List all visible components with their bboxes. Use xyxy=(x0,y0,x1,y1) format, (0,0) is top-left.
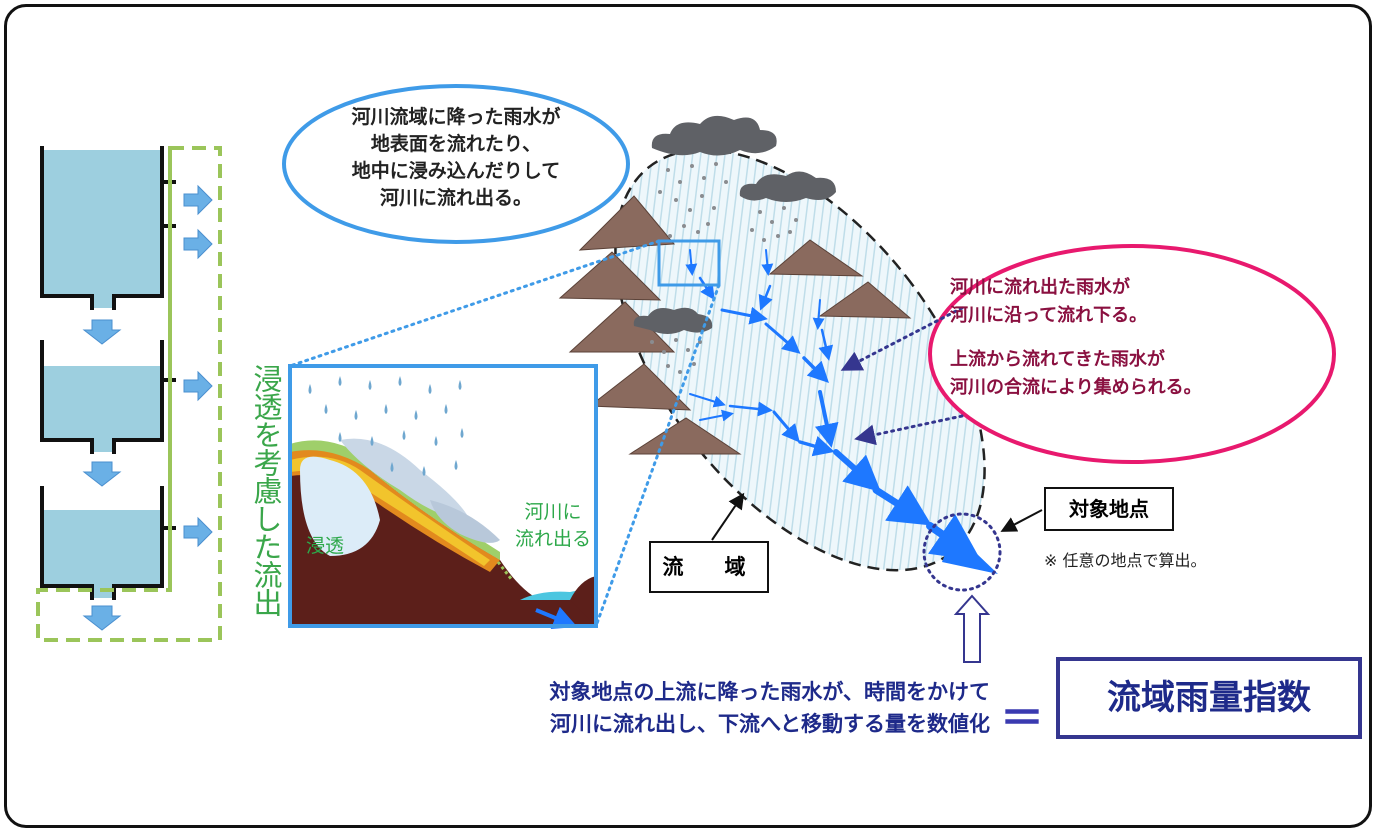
bottom-line: 対象地点の上流に降った雨水が、時間をかけて xyxy=(549,680,990,704)
inset-cross-section xyxy=(288,364,598,630)
callout-top-line: 地中に浸み込んだりして xyxy=(351,160,561,182)
bottom-line: 河川に流れ出し、下流へと移動する量を数値化 xyxy=(550,712,990,736)
target-point-label-box: 対象地点 xyxy=(1044,487,1174,531)
callout-right-line: 河川に流れ出た雨水が xyxy=(950,277,1130,298)
callout-top-text: 河川流域に降った雨水が 地表面を流れたり、 地中に浸み込んだりして 河川に流れ出… xyxy=(300,104,612,212)
callout-top-bubble xyxy=(282,84,630,244)
infiltration-runoff-label: 浸透を考慮した流出 xyxy=(249,364,283,616)
inset-infiltration-label: 浸透 xyxy=(306,535,345,557)
inset-river-line: 流れ出る xyxy=(514,528,591,550)
inset-river-line: 河川に xyxy=(524,501,582,523)
bottom-description: 対象地点の上流に降った雨水が、時間をかけて 河川に流れ出し、下流へと移動する量を… xyxy=(370,676,990,740)
basin-label-box: 流 域 xyxy=(649,541,769,593)
zoom-source-box xyxy=(657,239,721,287)
callout-top-line: 河川に流れ出る。 xyxy=(379,187,532,209)
outlet-arrowhead xyxy=(942,532,998,574)
callout-right-text: 河川に流れ出た雨水が 河川に沿って流れ下る。 上流から流れてきた雨水が 河川の合… xyxy=(950,274,1310,418)
up-arrow-icon xyxy=(953,594,991,663)
tank-model xyxy=(36,146,222,642)
index-name-box: 流域雨量指数 xyxy=(1056,657,1362,739)
target-point-note: ※ 任意の地点で算出。 xyxy=(1044,551,1207,570)
equals-sign: ＝ xyxy=(1000,693,1044,744)
callout-right-bubble xyxy=(928,244,1336,464)
clouds xyxy=(633,115,836,334)
callout-top-line: 地表面を流れたり、 xyxy=(370,133,542,155)
callout-right-line: 上流から流れてきた雨水が xyxy=(950,349,1165,370)
rain-drops xyxy=(650,162,798,374)
callout-right-line: 河川の合流により集められる。 xyxy=(950,377,1202,398)
target-point-ring xyxy=(922,512,1002,592)
mountains xyxy=(558,195,912,455)
inset-river-outflow-label: 河川に 流れ出る xyxy=(498,499,608,553)
outer-frame xyxy=(4,4,1372,828)
callout-right-line: 河川に沿って流れ下る。 xyxy=(950,305,1148,326)
callout-top-line: 河川流域に降った雨水が xyxy=(351,106,561,128)
